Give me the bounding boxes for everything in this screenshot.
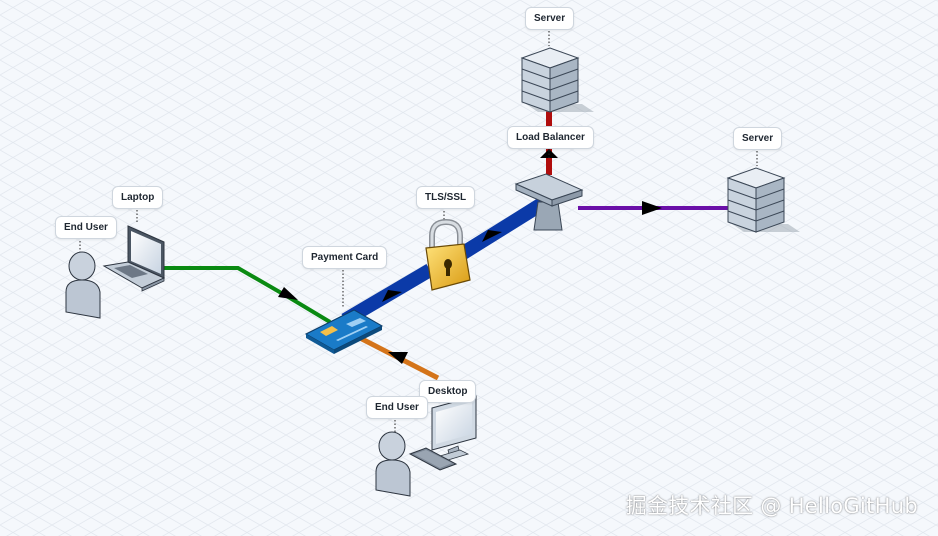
label-end-user-left: End User	[55, 216, 117, 239]
label-desktop: Desktop	[419, 380, 477, 403]
label-laptop: Laptop	[112, 186, 164, 209]
label-server-right: Server	[733, 127, 783, 150]
label-tls-ssl: TLS/SSL	[416, 186, 476, 209]
arrow-blue-2-icon	[482, 230, 502, 242]
padlock-icon[interactable]	[425, 218, 471, 291]
label-server-top: Server	[525, 7, 575, 30]
arrow-orange-icon	[388, 352, 408, 364]
label-payment-card: Payment Card	[302, 246, 388, 269]
laptop-icon[interactable]	[102, 225, 166, 292]
watermark: 掘金技术社区 @ HelloGitHub	[625, 494, 918, 518]
edge-laptop-card	[163, 266, 332, 324]
user-bottom-icon[interactable]	[375, 431, 411, 497]
server-right-icon[interactable]	[726, 167, 800, 233]
edge-tls-lb	[448, 196, 549, 266]
label-end-user-bottom: End User	[366, 396, 428, 419]
server-top-icon[interactable]	[520, 47, 594, 113]
arrow-purple-icon	[642, 201, 662, 215]
arrow-green-icon	[278, 287, 298, 300]
load-balancer-icon[interactable]	[514, 173, 584, 231]
credit-card-icon[interactable]	[304, 309, 384, 354]
label-load-balancer: Load Balancer	[507, 126, 594, 149]
user-left-icon[interactable]	[65, 251, 101, 319]
desktop-icon[interactable]	[408, 395, 477, 471]
arrow-blue-1-icon	[382, 290, 402, 302]
